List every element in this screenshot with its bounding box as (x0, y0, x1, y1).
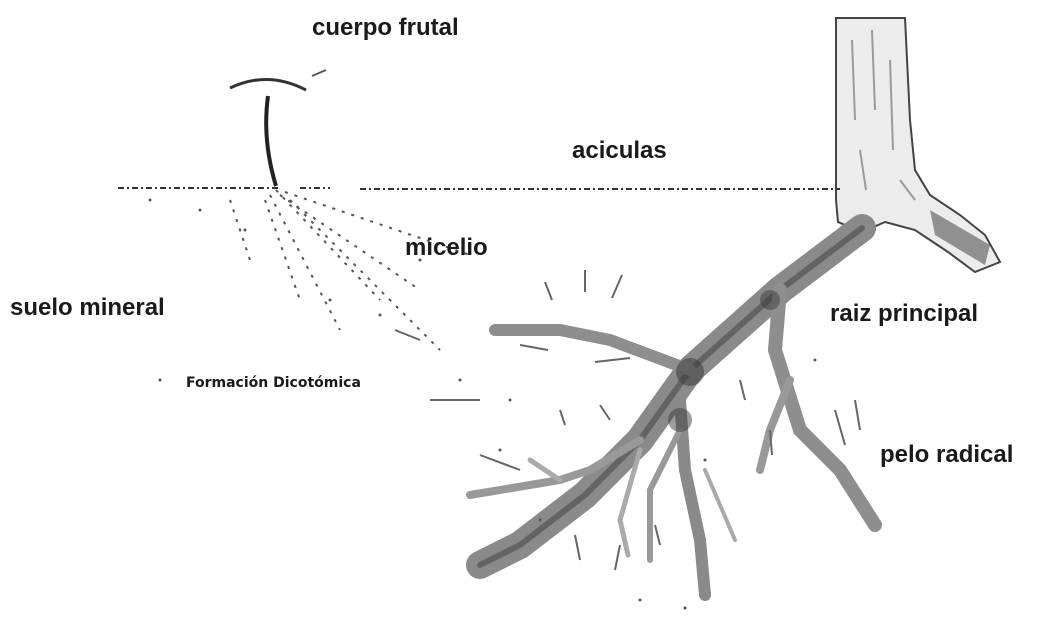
fruiting-body (230, 70, 326, 186)
label-mineral-soil: suelo mineral (10, 294, 165, 322)
label-needles: aciculas (572, 137, 667, 165)
label-fruiting-body: cuerpo frutal (312, 14, 459, 42)
soil-surface-line (118, 188, 840, 189)
label-main-root: raiz principal (830, 300, 978, 328)
label-mycelium: micelio (405, 234, 488, 262)
label-root-hair: pelo radical (880, 441, 1013, 469)
label-dichotomous-formation: Formación Dicotómica (186, 375, 361, 391)
root-system (470, 228, 875, 595)
mycelium-strands (230, 190, 470, 350)
